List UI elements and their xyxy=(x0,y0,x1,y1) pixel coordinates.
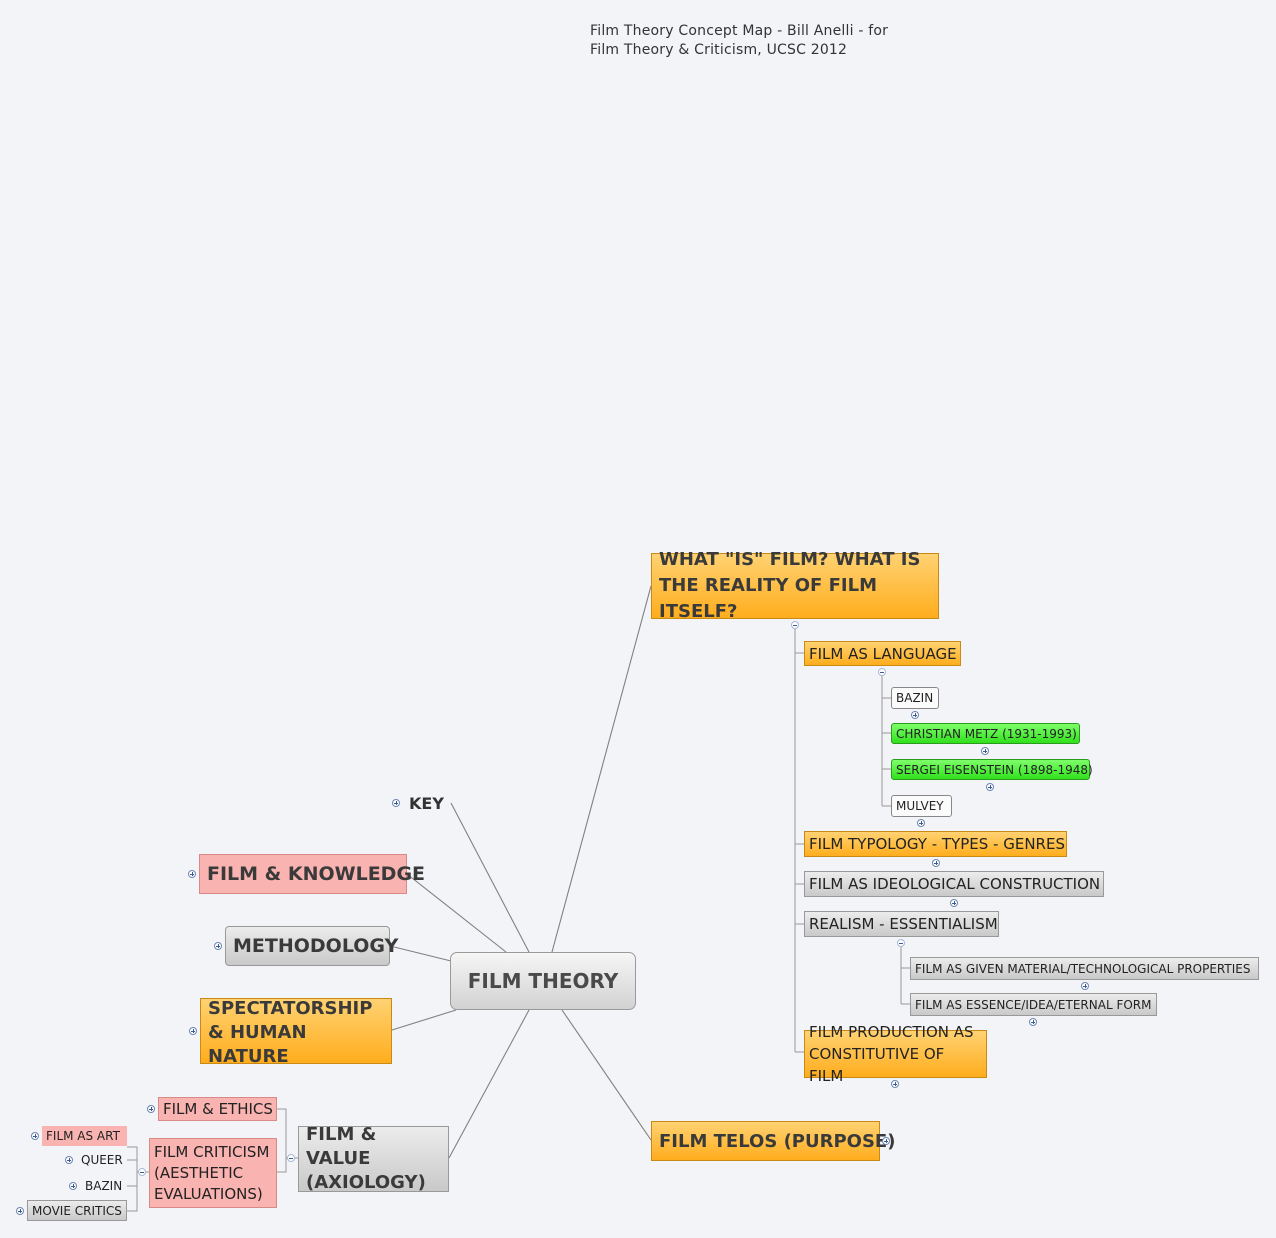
expand-toggle-icon[interactable] xyxy=(882,1137,890,1145)
expand-toggle-icon[interactable] xyxy=(891,1080,899,1088)
topic-christian-metz[interactable]: CHRISTIAN METZ (1931-1993) xyxy=(891,723,1080,744)
collapse-toggle-icon[interactable] xyxy=(138,1168,146,1176)
expand-toggle-icon[interactable] xyxy=(69,1182,77,1190)
topic-film-production[interactable]: FILM PRODUCTION AS CONSTITUTIVE OF FILM xyxy=(804,1023,987,1085)
collapse-toggle-icon[interactable] xyxy=(791,621,799,629)
expand-toggle-icon[interactable] xyxy=(31,1132,39,1140)
topic-film-as-language[interactable]: FILM AS LANGUAGE xyxy=(804,641,961,666)
collapse-toggle-icon[interactable] xyxy=(287,1154,295,1162)
expand-toggle-icon[interactable] xyxy=(65,1156,73,1164)
topic-film-ideological-construction[interactable]: FILM AS IDEOLOGICAL CONSTRUCTION xyxy=(804,871,1104,897)
topic-film-telos[interactable]: FILM TELOS (PURPOSE) xyxy=(651,1121,895,1161)
map-title: Film Theory Concept Map - Bill Anelli - … xyxy=(590,23,889,58)
link-knowledge xyxy=(406,873,507,953)
topic-film-ethics[interactable]: FILM & ETHICS xyxy=(158,1097,277,1121)
link-what-is-film xyxy=(551,585,652,953)
expand-toggle-icon[interactable] xyxy=(1081,982,1089,990)
topic-realism-essentialism[interactable]: REALISM - ESSENTIALISM xyxy=(804,911,999,937)
topic-film-knowledge[interactable]: FILM & KNOWLEDGE xyxy=(199,854,425,894)
key-node[interactable]: KEY xyxy=(409,793,444,813)
expand-toggle-icon[interactable] xyxy=(950,899,958,907)
collapse-toggle-icon[interactable] xyxy=(878,668,886,676)
expand-toggle-icon[interactable] xyxy=(981,747,989,755)
value-branch xyxy=(277,1108,298,1173)
expand-toggle-icon[interactable] xyxy=(986,783,994,791)
topic-sergei-eisenstein[interactable]: SERGEI EISENSTEIN (1898-1948) xyxy=(891,759,1093,780)
topic-film-criticism[interactable]: FILM CRITICISM (AESTHETIC EVALUATIONS) xyxy=(149,1138,277,1208)
expand-toggle-icon[interactable] xyxy=(214,942,222,950)
topic-spectatorship[interactable]: SPECTATORSHIP & HUMAN NATURE xyxy=(200,998,392,1067)
topic-queer[interactable]: QUEER xyxy=(81,1153,123,1167)
topic-methodology[interactable]: METHODOLOGY xyxy=(225,926,398,966)
criticism-branch xyxy=(127,1146,149,1212)
topic-movie-critics[interactable]: MOVIE CRITICS xyxy=(27,1200,127,1221)
expand-toggle-icon[interactable] xyxy=(188,870,196,878)
link-value xyxy=(448,1009,530,1159)
topic-film-essence[interactable]: FILM AS ESSENCE/IDEA/ETERNAL FORM xyxy=(910,993,1157,1016)
expand-toggle-icon[interactable] xyxy=(932,859,940,867)
topic-film-given-material[interactable]: FILM AS GIVEN MATERIAL/TECHNOLOGICAL PRO… xyxy=(910,957,1259,980)
expand-toggle-icon[interactable] xyxy=(392,799,400,807)
expand-toggle-icon[interactable] xyxy=(147,1105,155,1113)
topic-film-as-art[interactable]: FILM AS ART xyxy=(42,1126,127,1146)
topic-mulvey[interactable]: MULVEY xyxy=(891,795,952,817)
topic-film-value[interactable]: FILM & VALUE (AXIOLOGY) xyxy=(298,1124,449,1193)
expand-toggle-icon[interactable] xyxy=(911,711,919,719)
expand-toggle-icon[interactable] xyxy=(16,1207,24,1215)
link-methodology xyxy=(389,945,452,962)
expand-toggle-icon[interactable] xyxy=(917,819,925,827)
link-telos xyxy=(561,1009,652,1141)
topic-bazin[interactable]: BAZIN xyxy=(891,687,939,709)
topic-what-is-film[interactable]: WHAT "IS" FILM? WHAT IS THE REALITY OF F… xyxy=(651,549,939,622)
expand-toggle-icon[interactable] xyxy=(189,1027,197,1035)
expand-toggle-icon[interactable] xyxy=(1029,1018,1037,1026)
central-topic-film-theory[interactable]: FILM THEORY xyxy=(450,952,636,1010)
link-key xyxy=(450,802,530,953)
collapse-toggle-icon[interactable] xyxy=(897,939,905,947)
topic-film-typology[interactable]: FILM TYPOLOGY - TYPES - GENRES xyxy=(804,831,1067,857)
topic-bazin-left[interactable]: BAZIN xyxy=(85,1179,123,1193)
link-spectatorship xyxy=(391,1009,457,1031)
